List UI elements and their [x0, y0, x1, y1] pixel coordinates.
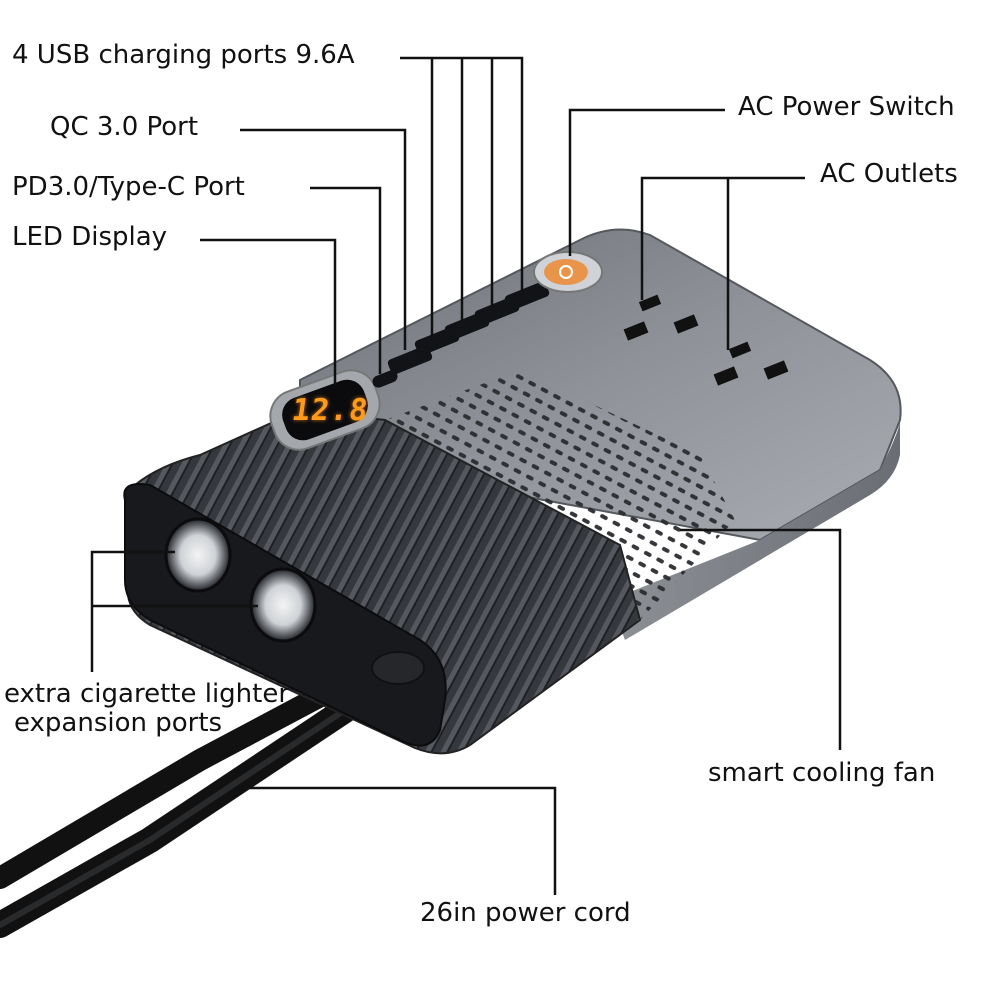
power-switch-icon	[533, 251, 603, 293]
inverter-body	[123, 228, 902, 755]
ac-power-switch-label: AC Power Switch	[738, 92, 955, 122]
lighter-ports-label-line-1: extra cigarette lighter	[4, 679, 290, 709]
power-cord-label: 26in power cord	[420, 898, 631, 928]
lighter-ports-label: extra cigarette lighter expansion ports	[4, 679, 334, 739]
lighter-socket-icon	[164, 517, 317, 643]
callout-lines	[90, 56, 842, 895]
pd-port-label: PD3.0/Type-C Port	[12, 172, 245, 202]
led-readout: 12.8	[289, 393, 371, 428]
usb-port-icon	[372, 281, 550, 388]
cooling-fan-label: smart cooling fan	[708, 758, 936, 788]
led-display	[269, 369, 381, 451]
led-display-label: LED Display	[12, 222, 168, 252]
ac-outlet-icon	[623, 294, 789, 386]
ac-outlets-label: AC Outlets	[820, 159, 958, 189]
qc-port-label: QC 3.0 Port	[50, 112, 199, 142]
lighter-ports-label-line-2: expansion ports	[14, 708, 223, 739]
usb-ports-label: 4 USB charging ports 9.6A	[12, 40, 355, 70]
